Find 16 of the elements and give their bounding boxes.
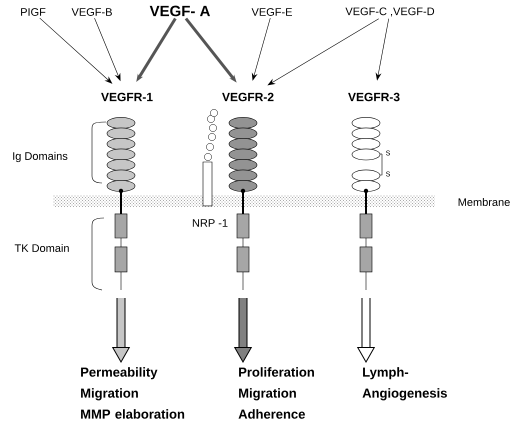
outcome-text: Proliferation Migration Adherence bbox=[238, 367, 314, 419]
side-label: Membrane bbox=[458, 198, 510, 206]
receptor-label: VEGFR-3 bbox=[348, 92, 400, 102]
ligand-label: VEGF-E bbox=[252, 8, 292, 16]
outcome-text: Lymph- Angiogenesis bbox=[362, 367, 447, 400]
receptor-label: VEGFR-2 bbox=[222, 92, 274, 102]
arrow bbox=[39, 18, 112, 84]
ligand-label: PIGF bbox=[21, 8, 46, 16]
receptor-label: VEGFR-1 bbox=[101, 92, 153, 102]
side-label: NRP -1 bbox=[192, 219, 228, 227]
outcome-text: Permeability Migration MMP elaboration bbox=[81, 367, 184, 419]
ligand-label: VEGF-C ,VEGF-D bbox=[345, 7, 434, 17]
side-label: TK Domain bbox=[14, 244, 69, 252]
ligand-label: VEGF- A bbox=[150, 6, 210, 16]
side-label: Ig Domains bbox=[13, 152, 68, 162]
ligand-label: VEGF-B bbox=[72, 8, 112, 16]
